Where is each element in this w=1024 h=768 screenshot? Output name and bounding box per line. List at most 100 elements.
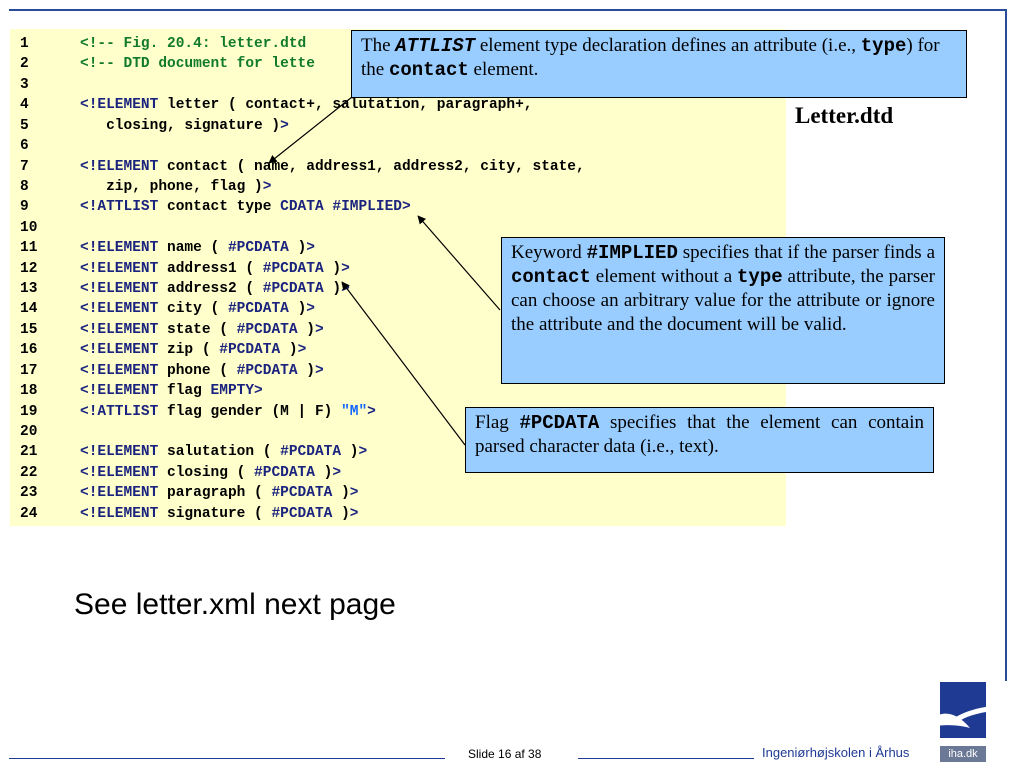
code-token: <!ELEMENT (80, 363, 159, 379)
code-token: #PCDATA (236, 363, 298, 379)
callout-implied-text-1: Keyword (511, 242, 587, 263)
code-token: phone ( (158, 363, 237, 379)
code-token: <!ATTLIST (80, 199, 159, 215)
callout-implied-text-2: specifies that if the parser finds a (677, 242, 935, 263)
code-token: ) (288, 240, 307, 256)
code-line-text: <!ELEMENT closing ( #PCDATA )> (80, 463, 341, 483)
code-line-number: 21 (20, 444, 38, 460)
code-token: <!ELEMENT (80, 97, 159, 113)
code-token: CDATA #IMPLIED> (280, 199, 411, 215)
callout-attlist-code-1: ATTLIST (395, 35, 476, 57)
code-token: <!ELEMENT (80, 444, 159, 460)
code-line-text: <!-- Fig. 20.4: letter.dtd (80, 34, 306, 54)
code-line-number: 4 (20, 97, 29, 113)
code-token: > (314, 363, 324, 379)
code-token: closing ( (158, 465, 255, 481)
school-name: Ingeniørhøjskolen i Århus (762, 745, 910, 760)
arrow-pcdata (341, 281, 466, 446)
code-line-text: <!ELEMENT signature ( #PCDATA )> (80, 504, 358, 524)
code-line-text: <!ELEMENT flag EMPTY> (80, 381, 263, 401)
code-line-text: closing, signature )> (80, 116, 289, 136)
code-token: #PCDATA (236, 322, 298, 338)
code-token: > (306, 301, 315, 317)
code-token: ) (297, 363, 315, 379)
callout-implied: Keyword #IMPLIED specifies that if the p… (501, 237, 945, 384)
code-token: ) (280, 342, 298, 358)
code-token: <!ATTLIST (80, 404, 159, 420)
code-line-number: 12 (20, 261, 38, 277)
code-line-text: <!ELEMENT phone ( #PCDATA )> (80, 361, 324, 381)
code-line-number: 7 (20, 159, 29, 175)
code-token: ) (297, 322, 315, 338)
code-token: zip, phone, flag ) (80, 179, 263, 195)
code-line-number: 3 (20, 77, 29, 93)
code-line-text: <!ELEMENT address1 ( #PCDATA )> (80, 259, 350, 279)
code-token: closing, signature ) (80, 118, 281, 134)
code-token: <!ELEMENT (80, 240, 159, 256)
code-token: contact ( name, address1, address2, city… (158, 159, 585, 175)
code-token: <!ELEMENT (80, 261, 159, 277)
code-token: ) (332, 485, 350, 501)
code-token: > (332, 465, 342, 481)
callout-pcdata: Flag #PCDATA specifies that the element … (465, 407, 934, 473)
code-line-number: 13 (20, 281, 38, 297)
slide-title: Letter.dtd (795, 103, 894, 128)
callout-attlist-text-3: ) for the (361, 35, 940, 80)
code-token: <!-- Fig. 20.4: letter.dtd (80, 36, 307, 52)
code-token: flag (158, 383, 211, 399)
code-token: #PCDATA (227, 301, 289, 317)
code-token: ) (323, 281, 342, 297)
callout-implied-text-4: attribute, the parser can choose an arbi… (511, 266, 935, 335)
arrow-implied (417, 215, 501, 311)
code-line-text: <!-- DTD document for lette (80, 54, 315, 74)
code-line-number: 5 (20, 118, 29, 134)
footer-line-left (9, 758, 445, 759)
code-token: ) (341, 444, 359, 460)
code-line-number: 14 (20, 301, 38, 317)
code-token: "M" (341, 404, 368, 420)
code-token: state ( (158, 322, 237, 338)
school-logo-icon (940, 682, 986, 738)
code-token: address1 ( (158, 261, 263, 277)
code-line-text: zip, phone, flag )> (80, 177, 271, 197)
code-line-text: <!ELEMENT contact ( name, address1, addr… (80, 157, 585, 177)
code-token: <!ELEMENT (80, 322, 159, 338)
code-token: address2 ( (158, 281, 263, 297)
code-token: > (262, 179, 272, 195)
code-line-number: 22 (20, 465, 38, 481)
code-token: <!-- DTD document for lette (80, 56, 315, 72)
logo-domain-text: iha.dk (940, 746, 986, 762)
code-token: #PCDATA (280, 444, 342, 460)
code-token: #PCDATA (219, 342, 281, 358)
code-token: <!ELEMENT (80, 465, 159, 481)
code-line-number: 10 (20, 220, 38, 236)
code-line-number: 2 (20, 56, 29, 72)
code-line-text: <!ELEMENT city ( #PCDATA )> (80, 299, 315, 319)
callout-attlist-text-1: The (361, 35, 396, 56)
code-line-text: <!ELEMENT salutation ( #PCDATA )> (80, 442, 367, 462)
code-token: ) (323, 261, 342, 277)
code-line-number: 15 (20, 322, 38, 338)
code-token: > (349, 506, 359, 522)
code-token: ) (332, 506, 350, 522)
callout-implied-code-2: contact (511, 266, 591, 288)
code-line-text: <!ELEMENT state ( #PCDATA )> (80, 320, 324, 340)
code-token: paragraph ( (158, 485, 272, 501)
code-token: > (280, 118, 289, 134)
code-token: > (314, 322, 324, 338)
code-line-number: 20 (20, 424, 38, 440)
callout-implied-code-3: type (737, 266, 783, 288)
code-line-number: 18 (20, 383, 38, 399)
code-token: <!ELEMENT (80, 342, 159, 358)
code-line-number: 11 (20, 240, 38, 256)
code-token: <!ELEMENT (80, 506, 159, 522)
frame-top-border (9, 9, 1007, 11)
callout-pcdata-text-2: specifies that the element can contain p… (475, 412, 924, 457)
code-token: ) (314, 465, 333, 481)
code-token: > (358, 444, 368, 460)
code-token: letter ( contact+, salutation, paragraph… (158, 97, 533, 113)
code-token: <!ELEMENT (80, 281, 159, 297)
code-line-number: 16 (20, 342, 38, 358)
code-line-number: 6 (20, 138, 29, 154)
code-token: signature ( (158, 506, 272, 522)
